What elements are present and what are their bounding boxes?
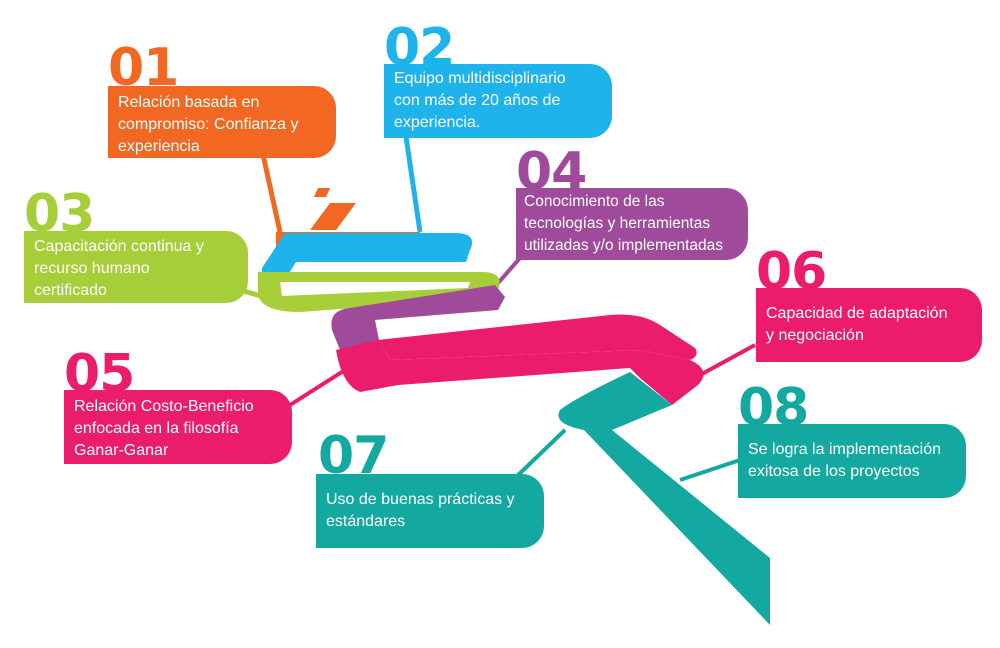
step-text-line: Conocimiento de las [524, 193, 665, 210]
blue-path-segment [262, 233, 473, 278]
step-text-line: Capacitación continua y [34, 238, 204, 255]
connector-07 [513, 428, 567, 480]
step-text-line: experiencia [118, 138, 200, 155]
step-text-line: con más de 20 años de [394, 92, 561, 109]
step-text-line: Ganar-Ganar [74, 442, 169, 459]
step-box-01: Relación basada en compromiso: Confianza… [108, 86, 336, 158]
step-text-line: Equipo multidisciplinario [394, 70, 566, 87]
step-text-line: certificado [34, 282, 107, 299]
step-box-06: Capacidad de adaptación y negociación [756, 288, 982, 362]
step-box-03: Capacitación continua y recurso humano c… [24, 231, 248, 303]
connector-02 [402, 129, 423, 233]
step-text-line: Uso de buenas prácticas y [326, 491, 515, 508]
step-text-line: Relación basada en [118, 94, 260, 111]
connector-08 [679, 458, 741, 482]
connector-05 [288, 368, 347, 407]
purple-path-segment [331, 285, 505, 355]
step-number-07: 07 [318, 426, 389, 486]
green-path-inner [280, 282, 470, 296]
step-box-05: Relación Costo-Beneficio enfocada en la … [64, 390, 292, 464]
step-box-08: Se logra la implementación exitosa de lo… [738, 424, 966, 498]
step-text-line: recurso humano [34, 260, 150, 277]
orange-accent-mark [314, 188, 330, 197]
teal-path-segment [558, 372, 770, 625]
connector-06 [699, 343, 756, 377]
step-text-line: estándares [326, 513, 406, 530]
step-box-04: Conocimiento de las tecnologías y herram… [516, 188, 748, 260]
step-text-line: Relación Costo-Beneficio [74, 398, 254, 415]
step-text-line: tecnologías y herramientas [524, 215, 711, 232]
step-text-line: Capacidad de adaptación [766, 305, 948, 322]
step-box-07: Uso de buenas prácticas y estándares [316, 474, 544, 548]
step-text-line: Se logra la implementación [748, 441, 941, 458]
step-text-line: enfocada en la filosofía [74, 420, 239, 437]
pink-top-arc [378, 314, 697, 360]
orange-accent-bar [310, 203, 356, 230]
step-text-line: utilizadas y/o implementadas [524, 237, 724, 254]
step-box-02: Equipo multidisciplinario con más de 20 … [384, 64, 612, 138]
step-text-line: exitosa de los proyectos [748, 463, 920, 480]
step-text-line: experiencia. [394, 114, 481, 131]
step-text-line: compromiso: Confianza y [118, 116, 299, 133]
pink-path-segment [336, 340, 704, 405]
step-number-01: 01 [108, 38, 179, 98]
connector-01 [259, 149, 283, 233]
step-text-line: y negociación [766, 327, 864, 344]
